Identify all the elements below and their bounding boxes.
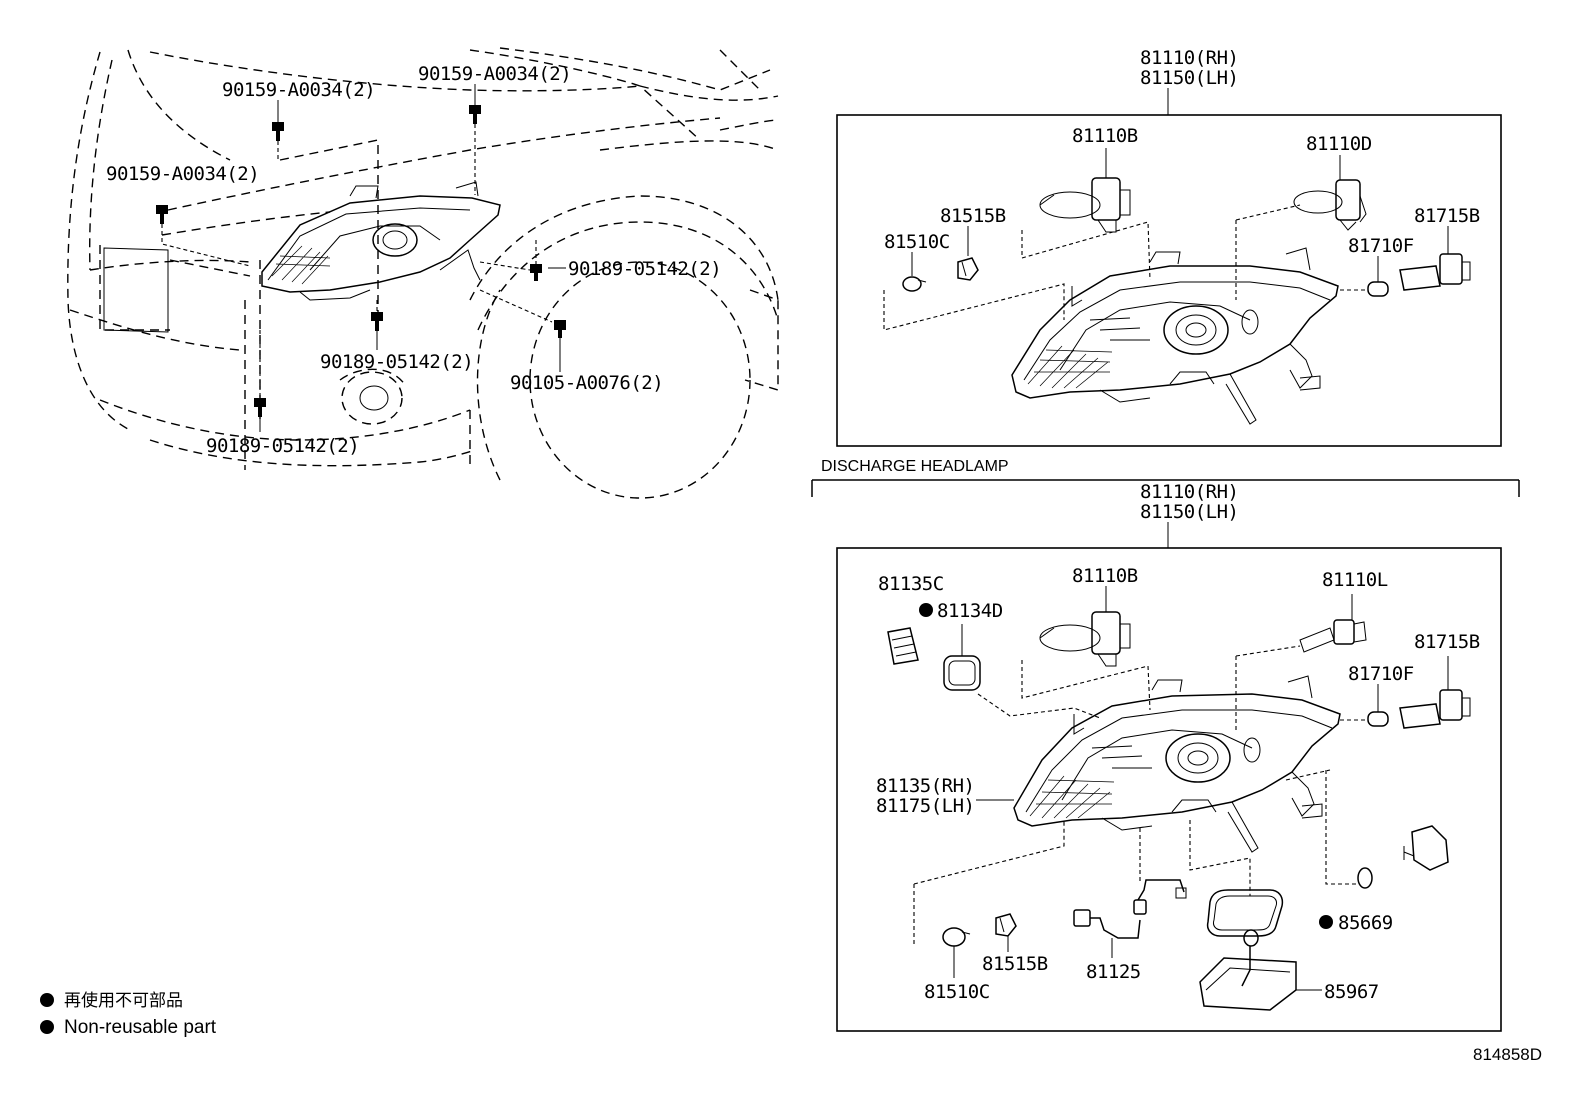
- top-label-81710f: 81710F: [1348, 235, 1414, 257]
- ballast-computer-85967-icon: [1199, 929, 1297, 1011]
- socket-81715b-icon: [1399, 689, 1471, 729]
- bottom-label-81134d: 81134D: [937, 600, 1003, 622]
- screw-icon: [554, 320, 566, 338]
- bulb-81110b-icon: [1039, 177, 1131, 233]
- bolt-icon: [254, 398, 266, 417]
- bottom-label-81515b: 81515B: [982, 953, 1048, 975]
- top-label-81715b: 81715B: [1414, 205, 1480, 227]
- top-assembly-rh-label: 81110(RH): [1140, 47, 1238, 69]
- legend-marker-icon: [40, 993, 54, 1007]
- top-assembly-lh-label: 81150(LH): [1140, 67, 1238, 89]
- top-assembly-box: [836, 114, 1502, 447]
- top-label-81110b: 81110B: [1072, 125, 1138, 147]
- igniter-icon: [1403, 825, 1449, 871]
- headlamp-unit: [1013, 675, 1341, 853]
- bulb-81710f-icon: [1367, 711, 1389, 727]
- label-bolt-bottom-mid: 90189-05142(2): [320, 351, 473, 373]
- socket-81515b-icon: [995, 913, 1017, 937]
- bottom-label-81125: 81125: [1086, 961, 1141, 983]
- bolt-icon: [469, 105, 481, 124]
- legend: 再使用不可部品 Non-reusable part: [40, 990, 217, 1038]
- discharge-headlamp-assembly: 81110(RH) 81150(LH): [836, 481, 1502, 1032]
- bottom-label-81110l: 81110L: [1322, 569, 1388, 591]
- bolt-icon: [371, 312, 383, 331]
- bulb-81110b-icon: [1039, 611, 1131, 667]
- bulb-81110l-icon: [1299, 619, 1367, 653]
- ring-85669-icon: [1357, 867, 1373, 889]
- label-bolt-left: 90159-A0034(2): [106, 163, 259, 185]
- legend-marker-icon: [40, 1020, 54, 1034]
- socket-81515b-icon: [957, 257, 979, 281]
- bulb-81710f-icon: [1367, 281, 1389, 297]
- bolt-icon: [272, 122, 284, 141]
- top-label-81110d: 81110D: [1306, 133, 1372, 155]
- cord-81125-icon: [1073, 879, 1187, 939]
- socket-81715b-icon: [1399, 253, 1471, 291]
- top-label-81510c: 81510C: [884, 231, 950, 253]
- vehicle-front-view: [67, 47, 779, 499]
- legend-english: Non-reusable part: [64, 1017, 217, 1038]
- headlamp-small: [261, 181, 501, 301]
- bottom-label-81710f: 81710F: [1348, 663, 1414, 685]
- bulb-81110d-icon: [1293, 179, 1367, 231]
- section-caption: DISCHARGE HEADLAMP: [821, 458, 1009, 475]
- non-reusable-marker-icon: [919, 603, 933, 617]
- label-bolt-bottom-left: 90189-05142(2): [206, 435, 359, 457]
- drawing-code: 814858D: [1473, 1045, 1542, 1064]
- gasket-icon: [1206, 889, 1284, 937]
- bottom-label-81175-lh: 81175(LH): [876, 795, 974, 817]
- top-headlamp-assembly: 81110(RH) 81150(LH): [836, 47, 1502, 447]
- bottom-assembly-rh-label: 81110(RH): [1140, 481, 1238, 503]
- label-bolt-top-left: 90159-A0034(2): [222, 79, 375, 101]
- bottom-label-81135c: 81135C: [878, 573, 944, 595]
- bottom-assembly-lh-label: 81150(LH): [1140, 501, 1238, 523]
- cover-81135c-icon: [887, 627, 919, 665]
- gasket-81134d-icon: [943, 655, 981, 691]
- label-bolt-top-mid: 90159-A0034(2): [418, 63, 571, 85]
- legend-japanese: 再使用不可部品: [64, 990, 183, 1011]
- label-screw-right: 90105-A0076(2): [510, 372, 663, 394]
- non-reusable-marker-icon: [1319, 915, 1333, 929]
- bottom-label-85669: 85669: [1338, 912, 1393, 934]
- headlamp-unit: [1011, 247, 1339, 425]
- bottom-label-81715b: 81715B: [1414, 631, 1480, 653]
- bottom-label-81110b: 81110B: [1072, 565, 1138, 587]
- bolt-icon: [156, 205, 168, 224]
- bulb-81510c-icon: [942, 927, 971, 947]
- bolt-icon: [530, 264, 542, 281]
- bottom-assembly-box: [836, 547, 1502, 1032]
- bottom-label-81510c: 81510C: [924, 981, 990, 1003]
- bulb-81510c-icon: [902, 276, 927, 292]
- top-label-81515b: 81515B: [940, 205, 1006, 227]
- bottom-label-85967: 85967: [1324, 981, 1379, 1003]
- label-bolt-right: 90189-05142(2): [568, 258, 721, 280]
- bottom-label-81135-rh: 81135(RH): [876, 775, 974, 797]
